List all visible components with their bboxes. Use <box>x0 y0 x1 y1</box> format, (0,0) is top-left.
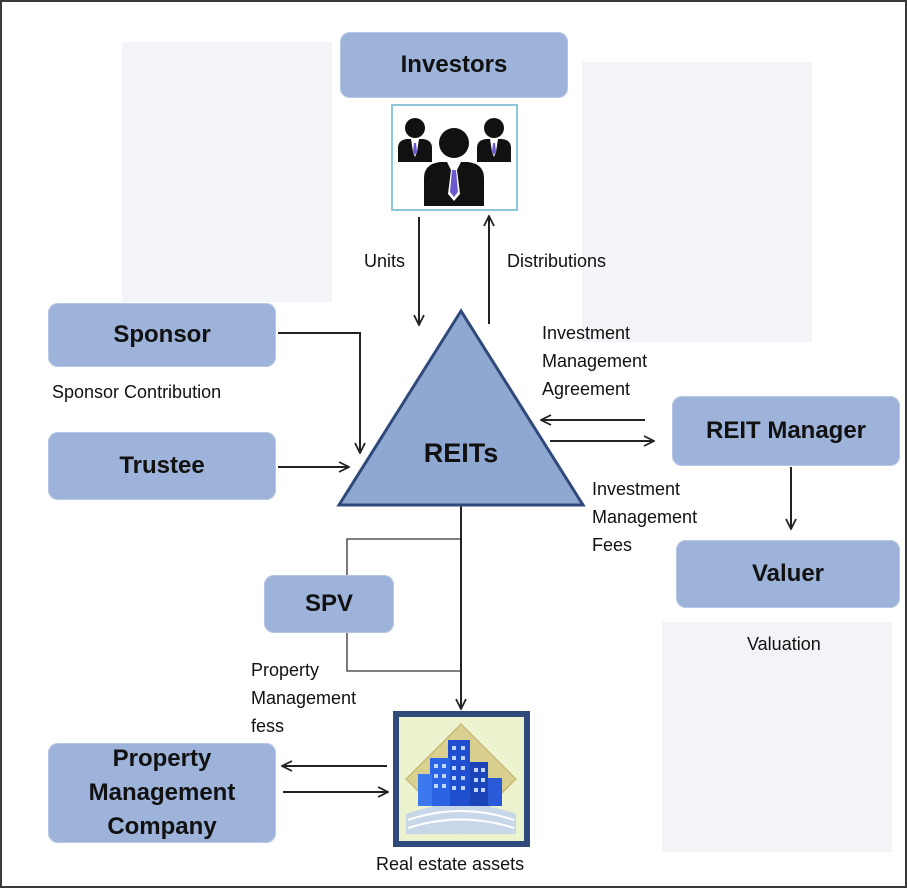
reits-label: REITs <box>423 438 499 468</box>
office-buildings-icon <box>393 711 530 847</box>
trustee-box: Trustee <box>48 432 276 500</box>
sponsor-contribution-arrow <box>278 332 360 452</box>
business-people-icon <box>391 104 518 211</box>
property-management-company-box: Property Management Company <box>48 743 276 843</box>
valuation-label: Valuation <box>747 634 821 654</box>
real-estate-assets-label: Real estate assets <box>376 854 525 874</box>
distributions-label: Distributions <box>507 251 607 271</box>
investment-management-fees-label: Investment Management Fees <box>592 479 698 555</box>
background-building <box>662 622 892 852</box>
investors-box: Investors <box>340 32 568 98</box>
background-building <box>122 42 332 302</box>
investment-management-agreement-label: Investment Management Agreement <box>542 323 648 399</box>
valuer-box: Valuer <box>676 540 900 608</box>
background-building <box>582 62 812 342</box>
spv-box: SPV <box>264 575 394 633</box>
reit-manager-box: REIT Manager <box>672 396 900 466</box>
sponsor-contribution-label: Sponsor Contribution <box>52 382 222 402</box>
reits-triangle <box>336 308 586 507</box>
units-label: Units <box>364 251 406 271</box>
property-management-fees-label: Property Management fess <box>251 660 357 736</box>
sponsor-box: Sponsor <box>48 303 276 367</box>
